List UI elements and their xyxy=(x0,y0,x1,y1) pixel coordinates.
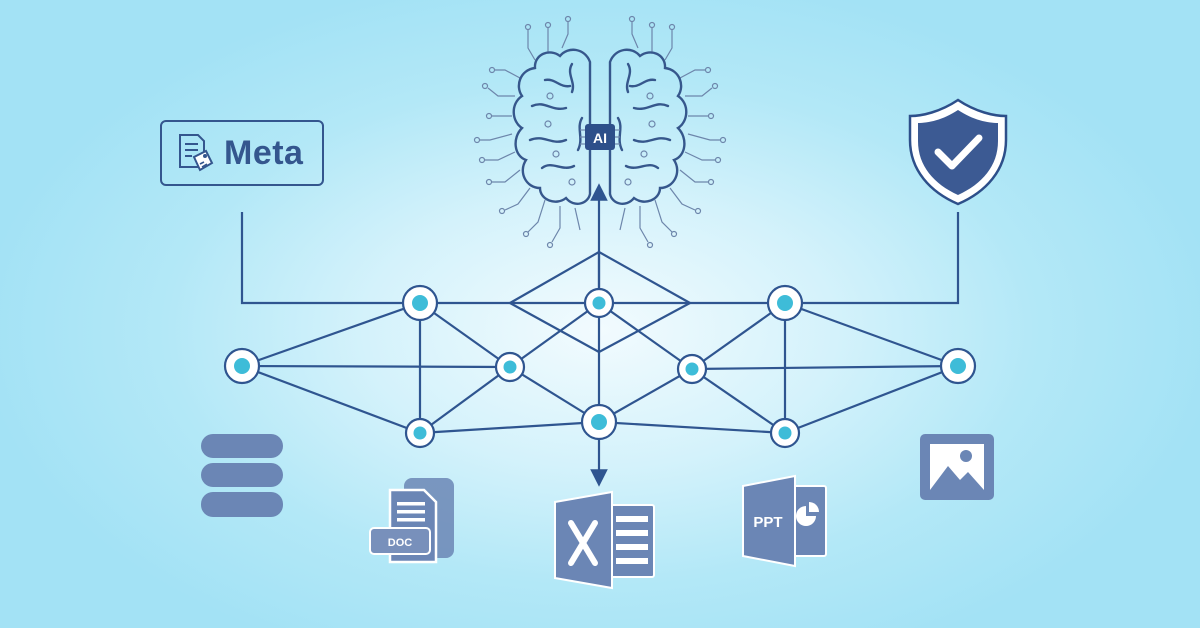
node-left-top xyxy=(401,284,439,322)
database-icon xyxy=(201,434,283,517)
excel-file-icon xyxy=(554,490,655,590)
side-connectors xyxy=(240,212,960,305)
node-left-mid xyxy=(494,351,526,383)
doc-icon-label: DOC xyxy=(388,537,413,549)
ai-chip-label: AI xyxy=(593,130,607,146)
network-nodes xyxy=(223,284,977,449)
shield-check-icon xyxy=(908,98,1008,206)
node-right-outer xyxy=(939,347,977,385)
meta-tag-document-icon xyxy=(179,134,214,172)
node-center-bottom xyxy=(580,403,618,441)
node-right-top xyxy=(766,284,804,322)
brain-circuit-traces xyxy=(473,15,727,249)
ppt-file-icon: PPT xyxy=(742,474,827,568)
image-icon xyxy=(920,434,994,500)
node-right-mid xyxy=(676,353,708,385)
meta-box: Meta xyxy=(160,120,324,186)
meta-label: Meta xyxy=(224,133,304,172)
ai-chip xyxy=(585,124,615,150)
node-center-top xyxy=(583,287,615,319)
node-left-bottom xyxy=(404,417,436,449)
ppt-icon-label: PPT xyxy=(753,514,782,531)
node-right-bottom xyxy=(769,417,801,449)
ai-brain-icon: AI xyxy=(512,48,688,205)
node-left-outer xyxy=(223,347,261,385)
doc-file-icon: DOC xyxy=(369,478,454,564)
